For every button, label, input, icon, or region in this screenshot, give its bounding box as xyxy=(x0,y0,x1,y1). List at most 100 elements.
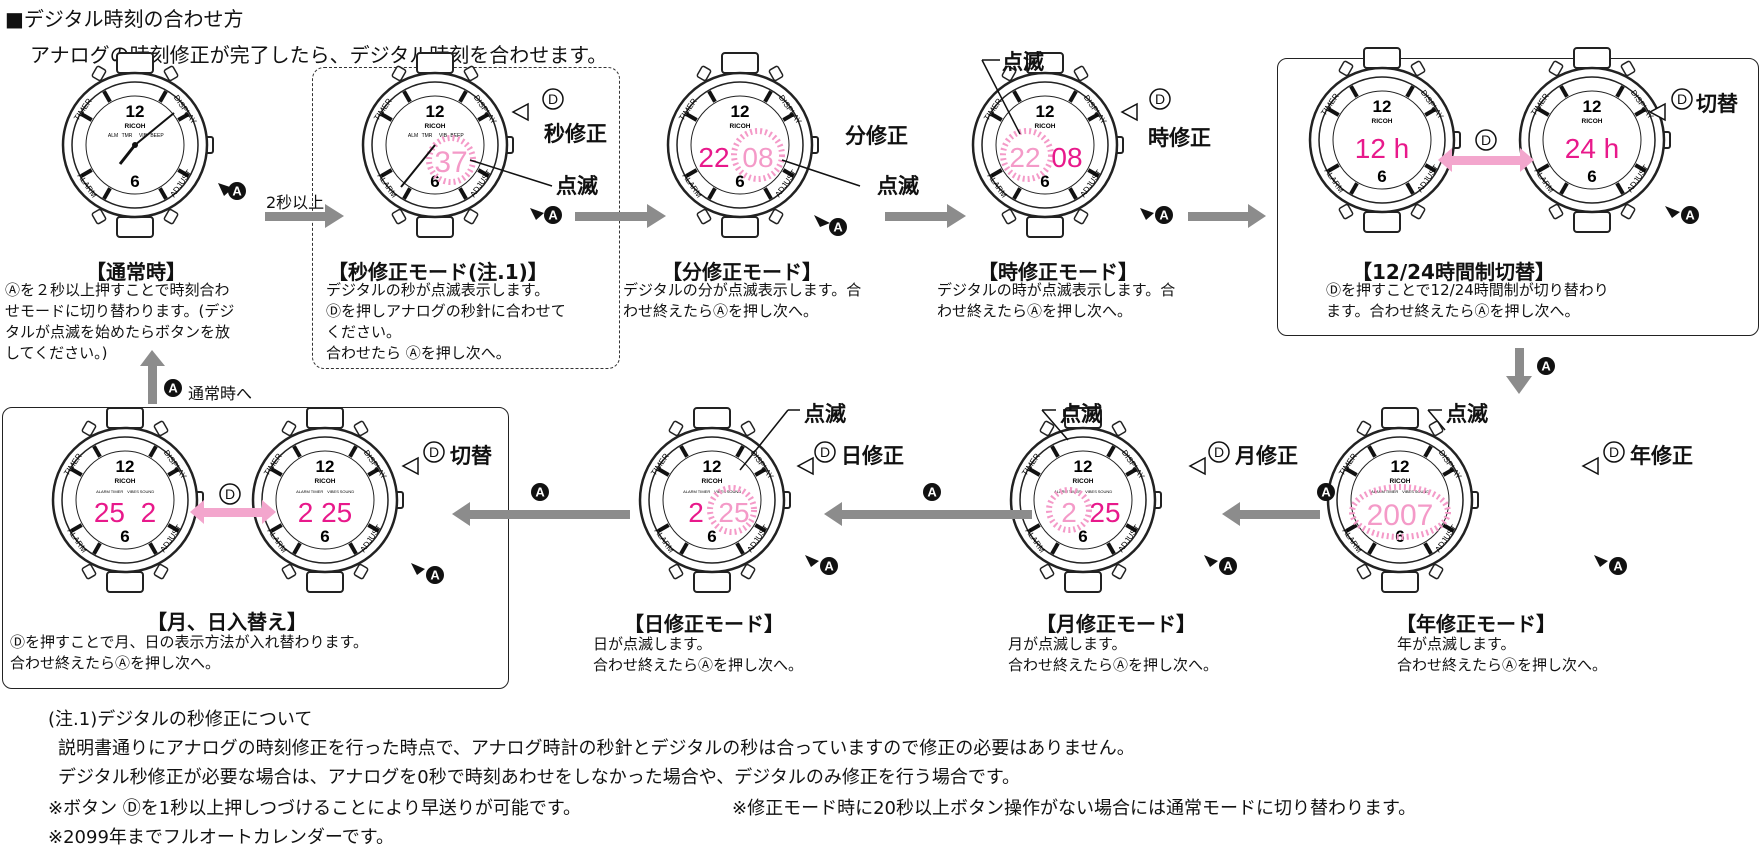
button-d-icon xyxy=(1475,129,1497,151)
note-title: (注.1)デジタルの秒修正について xyxy=(48,709,313,730)
pointer-d-icon xyxy=(1648,102,1666,122)
svg-text:BEEP: BEEP xyxy=(450,133,464,139)
button-a-icon xyxy=(531,483,549,501)
watch-minute-mode: 22 08 xyxy=(666,51,820,239)
svg-text:ALARM: ALARM xyxy=(96,489,110,494)
svg-text:2: 2 xyxy=(688,497,704,528)
two-seconds-label: 2秒以上 xyxy=(266,193,325,212)
note-fast-forward: ※ボタン Ⓓを1秒以上押しつづけることにより早送りが可能です。 xyxy=(48,798,582,819)
desc-minute-mode: デジタルの分が点滅表示します。合わせ終えたらⒶを押し次へ。 xyxy=(623,281,862,320)
button-a-icon xyxy=(164,379,182,397)
pointer-a-icon xyxy=(1140,208,1154,220)
svg-text:22: 22 xyxy=(698,142,729,173)
svg-text:VIB: VIB xyxy=(439,133,448,139)
arrow-right-icon xyxy=(1188,204,1266,228)
svg-text:2 25: 2 25 xyxy=(298,497,353,528)
svg-text:TMR: TMR xyxy=(122,133,133,139)
button-d-icon xyxy=(542,88,564,110)
svg-text:SOUND: SOUND xyxy=(1098,489,1113,494)
button-a-icon xyxy=(1317,483,1335,501)
month-day-swap-frame xyxy=(2,407,509,689)
button-a-icon xyxy=(829,218,847,236)
callout-hours: 時修正 xyxy=(1148,126,1211,150)
svg-text:08: 08 xyxy=(742,142,773,173)
note-calendar: ※2099年までフルオートカレンダーです。 xyxy=(48,827,395,848)
pointer-d-icon xyxy=(511,102,529,122)
arrow-right-icon xyxy=(575,204,666,228)
svg-text:22: 22 xyxy=(1009,142,1040,173)
caption-normal: 【通常時】 xyxy=(86,260,186,284)
callout-month: 月修正 xyxy=(1235,444,1298,468)
svg-text:VIB: VIB xyxy=(139,133,148,139)
button-a-icon xyxy=(820,557,838,575)
button-d-icon xyxy=(423,441,445,463)
button-a-icon xyxy=(1537,357,1555,375)
callout-seconds: 秒修正 xyxy=(544,122,607,146)
blink-leader xyxy=(1427,409,1446,431)
caption-month-mode: 【月修正モード】 xyxy=(1036,612,1196,636)
svg-text:VIBES: VIBES xyxy=(327,489,339,494)
caption-seconds-mode: 【秒修正モード(注.1)】 xyxy=(328,260,548,284)
svg-text:12 h: 12 h xyxy=(1355,133,1410,164)
arrow-left-icon xyxy=(452,502,630,526)
button-d-icon xyxy=(1603,441,1625,463)
svg-text:ALM: ALM xyxy=(108,133,118,139)
svg-text:SOUND: SOUND xyxy=(140,489,155,494)
desc-hour-format: Ⓓを押すことで12/24時間制が切り替わります。合わせ終えたらⒶを押し次へ。 xyxy=(1326,281,1609,320)
svg-text:ALARM: ALARM xyxy=(1371,489,1385,494)
callout-switch: 切替 xyxy=(1696,92,1738,116)
arrow-right-icon xyxy=(265,204,344,228)
watch-24h: 24 h xyxy=(1518,46,1672,234)
svg-text:2007: 2007 xyxy=(1367,499,1434,532)
note-timeout: ※修正モード時に20秒以上ボタン操作がない場合には通常モードに切り替わります。 xyxy=(732,798,1417,819)
button-a-icon xyxy=(544,206,562,224)
button-a-icon xyxy=(1681,206,1699,224)
blink-leader xyxy=(981,59,1021,135)
desc-hour-mode: デジタルの時が点滅表示します。合わせ終えたらⒶを押し次へ。 xyxy=(937,281,1176,320)
svg-text:TIMER: TIMER xyxy=(1069,489,1082,494)
svg-text:TIMER: TIMER xyxy=(311,489,324,494)
pointer-a-icon xyxy=(1204,555,1218,567)
caption-hour-mode: 【時修正モード】 xyxy=(978,260,1138,284)
pointer-a-icon xyxy=(1665,206,1680,218)
blink-leader xyxy=(739,409,789,471)
button-d-icon xyxy=(219,483,241,505)
callout-minutes: 分修正 xyxy=(845,124,908,148)
button-a-icon xyxy=(228,182,246,200)
button-a-icon xyxy=(426,566,444,584)
pointer-d-icon xyxy=(1188,456,1206,476)
svg-text:VIBES: VIBES xyxy=(1085,489,1097,494)
button-a-icon xyxy=(1609,557,1627,575)
svg-text:TIMER: TIMER xyxy=(698,489,711,494)
desc-month-mode: 月が点滅します。合わせ終えたらⒶを押し次へ。 xyxy=(1008,635,1219,674)
callout-year: 年修正 xyxy=(1630,444,1693,468)
swap-arrow-icon xyxy=(190,500,276,524)
section-title: ■デジタル時刻の合わせ方 xyxy=(5,7,244,31)
desc-day-mode: 日が点滅します。合わせ終えたらⒶを押し次へ。 xyxy=(593,635,804,674)
svg-text:SOUND: SOUND xyxy=(340,489,355,494)
note-line-1: 説明書通りにアナログの時刻修正を行った時点で、アナログ時計の秒針とデジタルの秒は… xyxy=(58,738,1135,759)
desc-seconds-mode: デジタルの秒が点滅表示します。Ⓓを押しアナログの秒針に合わせてください。合わせた… xyxy=(326,281,566,362)
svg-text:SOUND: SOUND xyxy=(1415,489,1430,494)
button-d-icon xyxy=(1671,88,1693,110)
pointer-d-icon xyxy=(401,456,419,476)
svg-text:TIMER: TIMER xyxy=(111,489,124,494)
blink-leader xyxy=(1041,409,1069,441)
callout-blink: 点滅 xyxy=(1446,402,1488,426)
svg-text:TIMER: TIMER xyxy=(1386,489,1399,494)
watch-12h: 12 h xyxy=(1308,46,1462,234)
caption-minute-mode: 【分修正モード】 xyxy=(662,260,822,284)
callout-blink: 点滅 xyxy=(1002,50,1044,74)
desc-normal: Ⓐを２秒以上押すことで時刻合わせモードに切り替わります。(デジタルが点滅を始めた… xyxy=(5,281,235,362)
button-d-icon xyxy=(814,441,836,463)
svg-text:TMR: TMR xyxy=(422,133,433,139)
desc-month-day-swap: Ⓓを押すことで月、日の表示方法が入れ替わります。合わせ終えたらⒶを押し次へ。 xyxy=(10,633,369,672)
svg-text:25: 25 xyxy=(1089,497,1120,528)
